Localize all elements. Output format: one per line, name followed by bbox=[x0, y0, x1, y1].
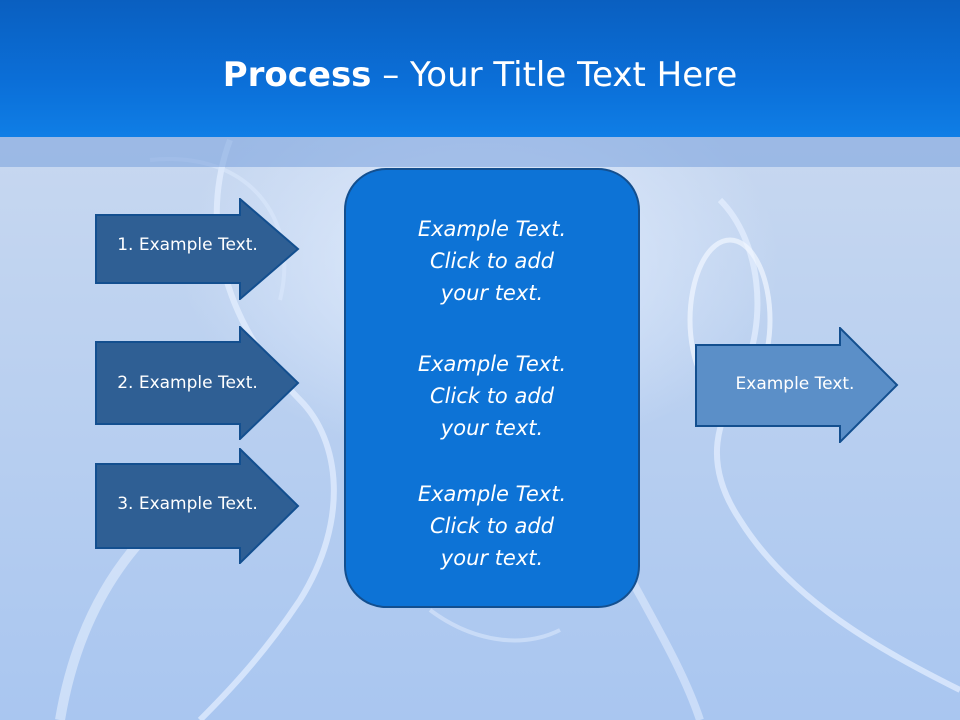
left-arrow-1-shape bbox=[95, 198, 300, 300]
center-text-block-3: Example Text. Click to add your text. bbox=[346, 478, 638, 574]
left-arrow-3-label: 3. Example Text. bbox=[117, 494, 258, 514]
center-text-box[interactable]: Example Text. Click to add your text. Ex… bbox=[344, 168, 640, 608]
block-1-line-1: Example Text. bbox=[417, 217, 567, 241]
header-bar bbox=[0, 0, 960, 137]
block-1-line-3: your text. bbox=[440, 281, 544, 305]
block-3-line-2: Click to add bbox=[429, 514, 554, 538]
left-arrow-2[interactable]: 2. Example Text. bbox=[95, 326, 300, 440]
block-3-line-3: your text. bbox=[440, 546, 544, 570]
left-arrow-1-label: 1. Example Text. bbox=[117, 235, 258, 255]
block-3-line-1: Example Text. bbox=[417, 482, 567, 506]
title-rest-part: – Your Title Text Here bbox=[371, 55, 738, 95]
left-arrow-3[interactable]: 3. Example Text. bbox=[95, 448, 300, 564]
left-arrow-2-shape bbox=[95, 326, 300, 440]
left-arrow-2-label: 2. Example Text. bbox=[117, 373, 258, 393]
right-arrow-shape bbox=[695, 327, 899, 443]
header-band bbox=[0, 137, 960, 167]
right-arrow[interactable]: Example Text. bbox=[695, 327, 900, 443]
center-text-block-2: Example Text. Click to add your text. bbox=[346, 348, 638, 444]
block-2-line-2: Click to add bbox=[429, 384, 554, 408]
left-arrow-3-shape bbox=[95, 448, 300, 564]
title-bold-part: Process bbox=[222, 55, 372, 95]
right-arrow-label: Example Text. bbox=[735, 374, 855, 394]
block-2-line-3: your text. bbox=[440, 416, 544, 440]
block-1-line-2: Click to add bbox=[429, 249, 554, 273]
center-text-block-1: Example Text. Click to add your text. bbox=[346, 213, 638, 309]
block-2-line-1: Example Text. bbox=[417, 352, 567, 376]
slide-title[interactable]: Process – Your Title Text Here bbox=[0, 50, 960, 100]
left-arrow-1[interactable]: 1. Example Text. bbox=[95, 198, 300, 300]
